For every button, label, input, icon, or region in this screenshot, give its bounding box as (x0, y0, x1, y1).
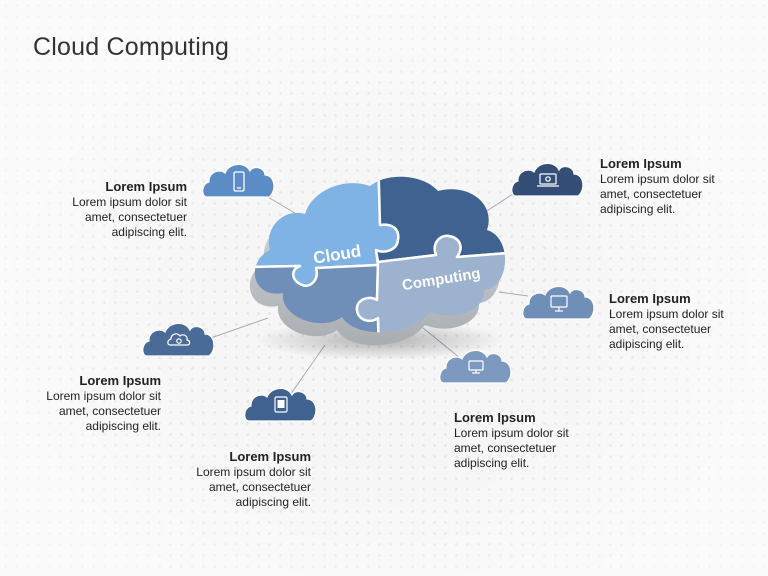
satellite-cloud-laptop (511, 162, 584, 197)
text-block-heading: Lorem Ipsum (229, 449, 311, 464)
satellite-cloud-sync (142, 322, 215, 357)
text-block-heading: Lorem Ipsum (105, 179, 187, 194)
text-block-line: amet, consectetuer (208, 480, 311, 494)
text-block-line: Lorem ipsum dolor sit (600, 172, 715, 186)
text-block-line: amet, consectetuer (58, 404, 161, 418)
text-block-monitor: Lorem Ipsum Lorem ipsum dolor sit amet, … (609, 290, 768, 352)
text-block-heading: Lorem Ipsum (454, 410, 536, 425)
mobile-phone-icon (233, 171, 245, 192)
satellite-cloud-desktop (439, 349, 512, 384)
text-block-line: amet, consectetuer (600, 187, 703, 201)
text-block-heading: Lorem Ipsum (609, 291, 691, 306)
tablet-icon (274, 396, 288, 413)
satellite-cloud-monitor (522, 285, 595, 320)
connector-line (204, 317, 269, 341)
text-block-line: adipiscing elit. (609, 337, 685, 351)
slide-title: Cloud Computing (33, 33, 230, 61)
desktop-icon (468, 360, 484, 374)
satellite-cloud-mobile (202, 163, 275, 198)
monitor-icon (550, 295, 568, 312)
text-block-tablet: Lorem Ipsum Lorem ipsum dolor sit amet, … (151, 448, 311, 510)
text-block-line: adipiscing elit. (235, 495, 311, 509)
text-block-line: Lorem ipsum dolor sit (454, 426, 569, 440)
text-block-desktop: Lorem Ipsum Lorem ipsum dolor sit amet, … (454, 409, 614, 471)
text-block-cloud-sync: Lorem Ipsum Lorem ipsum dolor sit amet, … (1, 372, 161, 434)
satellite-cloud-tablet (244, 387, 317, 422)
connector-line (498, 291, 529, 297)
cloud-sync-icon (167, 333, 191, 346)
text-block-line: adipiscing elit. (85, 419, 161, 433)
center-cloud-puzzle: Cloud Computing (249, 176, 506, 360)
text-block-heading: Lorem Ipsum (600, 156, 682, 171)
text-block-line: Lorem ipsum dolor sit (46, 389, 161, 403)
laptop-icon (537, 173, 559, 187)
text-block-line: Lorem ipsum dolor sit (196, 465, 311, 479)
text-block-line: amet, consectetuer (609, 322, 712, 336)
puzzle-piece-dark (374, 176, 506, 264)
text-block-line: adipiscing elit. (111, 225, 187, 239)
text-block-line: adipiscing elit. (454, 456, 530, 470)
text-block-line: Lorem ipsum dolor sit (609, 307, 724, 321)
text-block-line: amet, consectetuer (454, 441, 557, 455)
text-block-mobile: Lorem Ipsum Lorem ipsum dolor sit amet, … (27, 178, 187, 240)
text-block-line: amet, consectetuer (84, 210, 187, 224)
text-block-line: Lorem ipsum dolor sit (72, 195, 187, 209)
text-block-laptop: Lorem Ipsum Lorem ipsum dolor sit amet, … (600, 155, 760, 217)
text-block-heading: Lorem Ipsum (79, 373, 161, 388)
text-block-line: adipiscing elit. (600, 202, 676, 216)
